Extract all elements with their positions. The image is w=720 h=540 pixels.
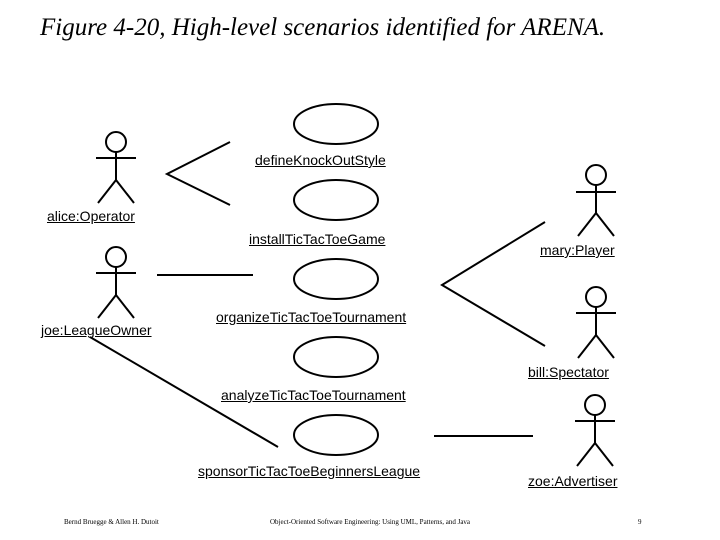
association-joe-sponsor [89, 336, 279, 448]
scenario-ellipse-define [293, 103, 379, 145]
scenario-label-define: defineKnockOutStyle [255, 152, 386, 168]
association-mary-organize [440, 221, 546, 347]
actor-figure-bill [576, 286, 616, 359]
scenario-label-install: installTicTacToeGame [249, 231, 386, 247]
scenario-ellipse-sponsor [293, 414, 379, 456]
association-alice-define [164, 141, 231, 206]
actor-figure-mary [576, 164, 616, 237]
actor-figure-joe [96, 246, 136, 319]
actor-label-alice: alice:Operator [47, 208, 135, 224]
scenario-label-sponsor: sponsorTicTacToeBeginnersLeague [198, 463, 421, 479]
footer-page-number: 9 [638, 518, 642, 526]
scenario-label-analyze: analyzeTicTacToeTournament [221, 387, 406, 403]
scenario-label-organize: organizeTicTacToeTournament [216, 309, 407, 325]
actor-label-zoe: zoe:Advertiser [528, 473, 618, 489]
scenario-ellipse-organize [293, 258, 379, 300]
actor-figure-alice [96, 131, 136, 204]
scenario-ellipse-analyze [293, 336, 379, 378]
actor-label-mary: mary:Player [540, 242, 615, 258]
actor-figure-zoe [575, 394, 615, 467]
scenario-ellipse-install [293, 179, 379, 221]
actor-label-bill: bill:Spectator [528, 364, 609, 380]
actor-label-joe: joe:LeagueOwner [41, 322, 152, 338]
footer-book-title: Object-Oriented Software Engineering: Us… [270, 518, 471, 526]
footer-authors: Bernd Bruegge & Allen H. Dutoit [64, 518, 159, 526]
slide-title: Figure 4-20, High-level scenarios identi… [40, 14, 606, 41]
